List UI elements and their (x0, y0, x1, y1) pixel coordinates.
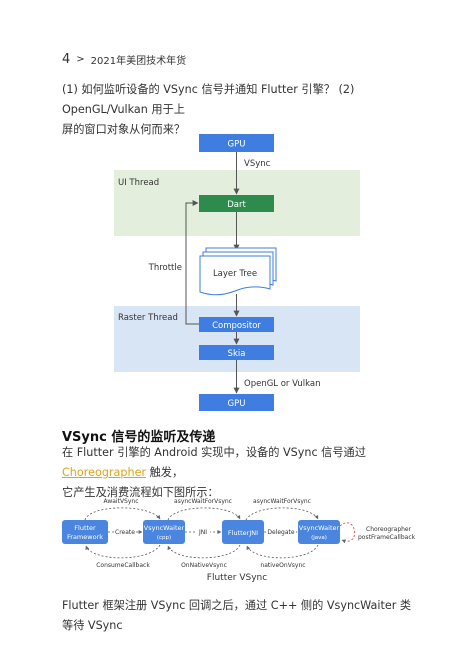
create-label: Create (115, 529, 135, 536)
flutter-jni-box (222, 520, 264, 544)
consume-callback-label: ConsumeCallback (96, 562, 150, 569)
choreographer-line2: postFrameCallback (358, 534, 416, 541)
skia-label: Skia (228, 349, 246, 359)
native-on-vsync-label: nativeOnVsync (260, 562, 305, 569)
opengl-vulkan-label: OpenGL or Vulkan (244, 379, 320, 389)
vsync-waiter-java-line1: VsyncWaiter (299, 524, 340, 532)
dart-label: Dart (227, 200, 246, 210)
raster-thread-label: Raster Thread (118, 313, 178, 323)
native-on-vsync-arc (246, 544, 319, 559)
jni-label-bg (196, 527, 210, 536)
gpu-bottom-label: GPU (228, 399, 246, 409)
dart-box (199, 195, 274, 212)
throttle-arrow (185, 200, 199, 325)
header-chevron: > (76, 54, 85, 65)
compositor-label: Compositor (212, 321, 261, 331)
consume-callback-arc (85, 544, 161, 559)
intro-line-2: 屏的窗口对象从何而来？ (62, 123, 186, 136)
footer-paragraph: Flutter 框架注册 VSync 回调之后，通过 C++ 侧的 VsyncW… (62, 599, 412, 632)
choreographer-loop (339, 522, 356, 544)
async-wait-cpp-arc (167, 507, 241, 521)
gpu-top-label: GPU (228, 140, 246, 150)
vsync-waiter-java-box (298, 520, 340, 544)
section-line-1-post: 触发， (146, 466, 184, 479)
jni-label: JNI (198, 529, 207, 536)
delegate-label-bg (266, 527, 296, 536)
compositor-box (199, 317, 274, 332)
throttle-label: Throttle (148, 263, 182, 273)
choreographer-line1: Choreographer (366, 526, 412, 533)
page-number: 4 (62, 52, 71, 67)
gpu-top-box (199, 134, 274, 152)
section-line-2: 它产生及消费流程如下图所示： (62, 486, 219, 499)
intro-line-1: (1) 如何监听设备的 VSync 信号并通知 Flutter 引擎？ (2) … (62, 83, 355, 116)
skia-box (199, 345, 274, 360)
async-wait-cpp-label: asyncWaitForVsync (174, 498, 232, 505)
flutter-framework-box (62, 520, 108, 544)
section-paragraph: 在 Flutter 引擎的 Android 实现中，设备的 VSync 信号通过… (62, 443, 420, 503)
section-line-1: 在 Flutter 引擎的 Android 实现中，设备的 VSync 信号通过… (62, 443, 420, 483)
layer-tree-stack (199, 247, 277, 296)
choreographer-link[interactable]: Choreographer (62, 466, 147, 479)
page-header: 4 > 2021年美团技术年货 (62, 52, 186, 67)
on-native-vsync-arc (167, 544, 241, 559)
async-wait-java-arc (245, 507, 319, 521)
figure-caption: Flutter VSync (206, 573, 268, 583)
layer-tree-label: Layer Tree (213, 269, 257, 279)
vsync-waiter-java-line2: (java) (311, 535, 327, 541)
flutter-jni-label: FlutterJNI (228, 529, 258, 537)
vsync-waiter-cpp-box (143, 520, 185, 544)
create-label-bg (114, 527, 136, 536)
section-line-1-pre: 在 Flutter 引擎的 Android 实现中，设备的 VSync 信号通过 (62, 446, 366, 459)
vsync-waiter-cpp-line1: VsyncWaiter (144, 524, 185, 532)
book-title: 2021年美团技术年货 (90, 56, 187, 67)
await-vsync-arc (84, 507, 161, 521)
delegate-label: Delegate (267, 529, 295, 536)
flutter-framework-line2: Framework (67, 533, 103, 541)
vsync-label: VSync (244, 159, 271, 169)
on-native-vsync-label: OnNativeVsync (181, 562, 227, 569)
section-title: VSync 信号的监听及传递 (62, 430, 216, 445)
flutter-framework-line1: Flutter (74, 524, 96, 532)
ui-thread-label: UI Thread (118, 178, 159, 188)
vsync-waiter-cpp-line2: (cpp) (157, 535, 171, 541)
intro-paragraph: (1) 如何监听设备的 VSync 信号并通知 Flutter 引擎？ (2) … (62, 80, 420, 140)
await-vsync-label: AwaitVSync (103, 498, 138, 505)
async-wait-java-label: asyncWaitForVsync (253, 498, 311, 505)
vsync-flow-diagram: Flutter Framework VsyncWaiter (cpp) Flut… (62, 498, 416, 569)
gpu-bottom-box (199, 394, 274, 411)
